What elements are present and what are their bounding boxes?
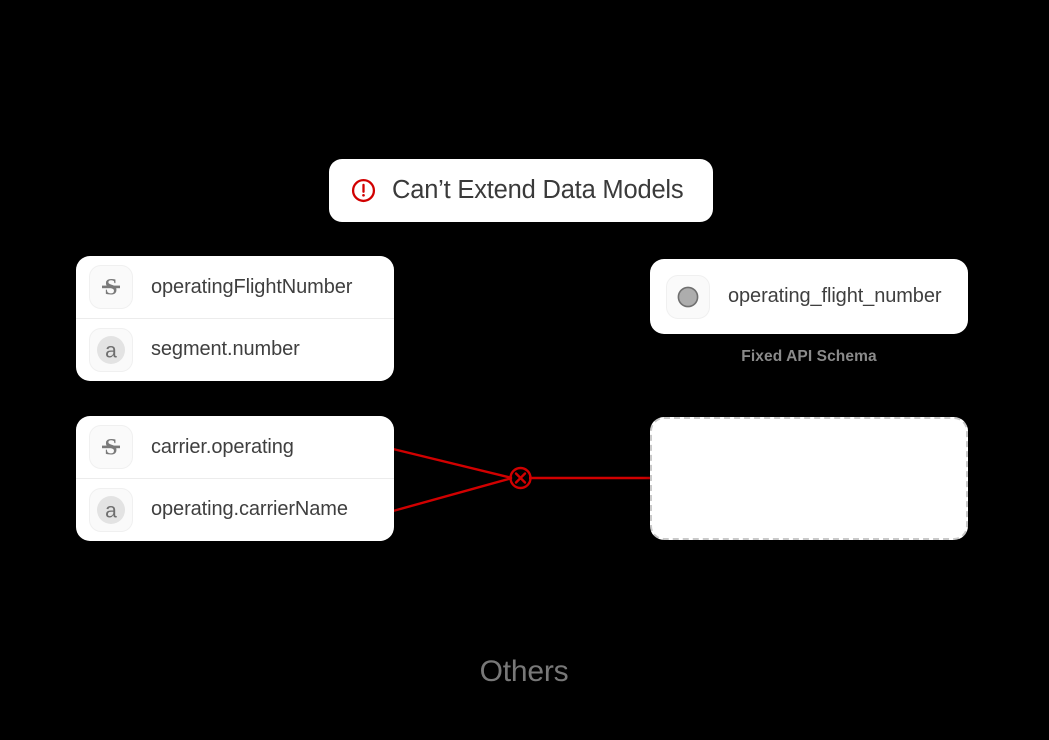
card-row[interactable]: operating_flight_number [650,259,968,334]
card-row[interactable]: a operating.carrierName [76,478,394,540]
footer-label: Others [479,655,569,688]
fixed-api-schema-card[interactable]: operating_flight_number [650,259,968,334]
amadeus-a-icon: a [89,487,133,532]
card-row-label: operatingFlightNumber [151,275,353,298]
card-row-label: operating_flight_number [728,285,942,307]
gray-circle-icon [666,274,710,319]
sabre-amadeus-flight-card[interactable]: S operatingFlightNumber a segment.number [76,256,394,381]
svg-text:a: a [105,499,117,522]
svg-text:a: a [105,339,117,362]
card-row[interactable]: a segment.number [76,318,394,380]
sabre-s-icon: S [89,265,133,309]
fixed-api-schema-caption: Fixed API Schema [741,348,877,365]
card-row-label: segment.number [151,338,300,360]
card-row[interactable]: S carrier.operating [76,416,394,478]
title-badge: Can’t Extend Data Models [329,159,713,222]
title-badge-label: Can’t Extend Data Models [392,176,684,204]
error-x-circle-icon [509,466,532,490]
empty-schema-card[interactable] [650,417,968,540]
card-row-label: operating.carrierName [151,498,348,520]
card-row[interactable]: S operatingFlightNumber [76,256,394,318]
sabre-s-icon: S [89,425,133,469]
amadeus-a-icon: a [89,327,133,372]
connector-line-carrier-operating [392,447,513,480]
error-circle-icon [351,178,376,203]
card-row-label: carrier.operating [151,435,294,458]
sabre-amadeus-carrier-card[interactable]: S carrier.operating a operating.carrierN… [76,416,394,541]
connector-line-operating-carriername [392,476,513,513]
